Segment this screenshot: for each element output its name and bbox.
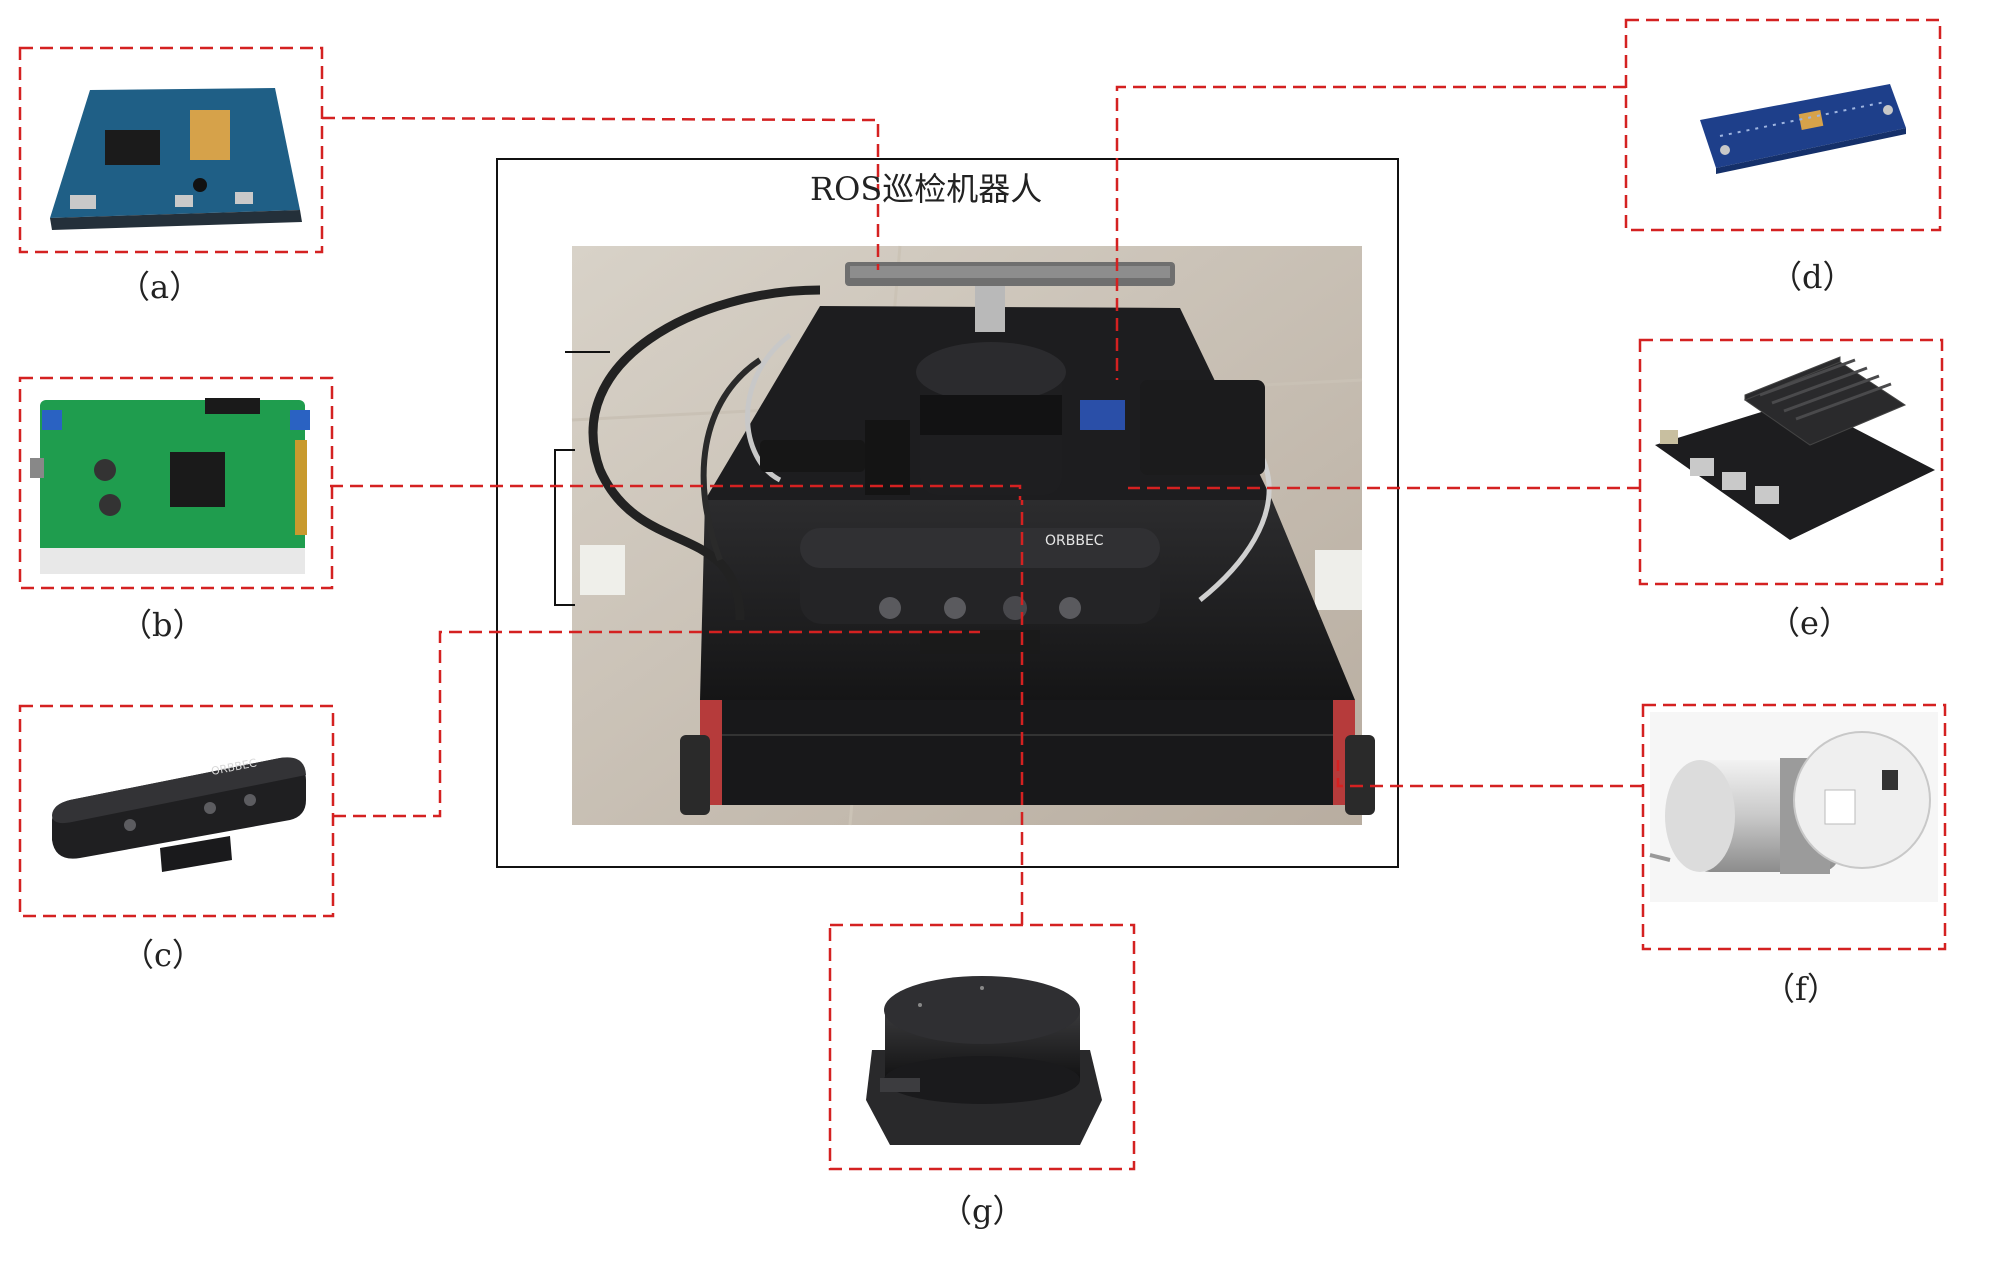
connector-lines xyxy=(321,85,1643,925)
connector-b xyxy=(330,484,1022,500)
component-b-label: （b） xyxy=(120,606,205,644)
imu-sensor-board-icon xyxy=(1700,84,1906,174)
connector-c xyxy=(333,630,980,818)
connector-a xyxy=(321,116,880,270)
main-frame xyxy=(496,158,1399,868)
component-e-frame xyxy=(1638,338,1944,586)
component-a-label: （a） xyxy=(118,268,201,306)
main-title: ROS巡检机器人 xyxy=(810,170,1042,208)
robot-photo: ORBBEC xyxy=(571,245,1375,826)
component-d-frame xyxy=(1624,18,1942,232)
component-b: （b） xyxy=(18,376,334,644)
component-d: （d） xyxy=(1624,18,1942,296)
component-a-frame xyxy=(18,46,324,254)
depth-camera-icon: ORBBEC xyxy=(52,756,306,872)
component-f-label: （f） xyxy=(1763,970,1839,1008)
component-f-frame xyxy=(1641,703,1947,951)
robot-camera-brand: ORBBEC xyxy=(1045,533,1104,549)
dc-gear-motor-icon xyxy=(1649,712,1938,902)
component-e-label: （e） xyxy=(1768,604,1851,642)
component-c-label: （c） xyxy=(122,936,204,974)
component-d-label: （d） xyxy=(1770,258,1855,296)
component-g-frame xyxy=(828,923,1136,1171)
robot-depth-camera: ORBBEC xyxy=(800,528,1160,654)
jetson-nano-board-icon xyxy=(1655,356,1935,540)
component-e: （e） xyxy=(1638,338,1944,642)
motor-controller-board-icon xyxy=(30,398,310,574)
lcd-display-board-icon xyxy=(50,88,302,230)
component-c-frame xyxy=(18,704,335,918)
lidar-sensor-icon xyxy=(866,976,1102,1145)
component-f: （f） xyxy=(1641,703,1947,1008)
component-c: ORBBEC （c） xyxy=(18,704,335,974)
frame-bracket xyxy=(554,449,575,606)
component-a: （a） xyxy=(18,46,324,306)
component-g-label: （g） xyxy=(940,1192,1025,1230)
connector-f xyxy=(1336,760,1643,788)
component-g: （g） xyxy=(828,923,1136,1230)
connector-d xyxy=(1115,85,1626,380)
